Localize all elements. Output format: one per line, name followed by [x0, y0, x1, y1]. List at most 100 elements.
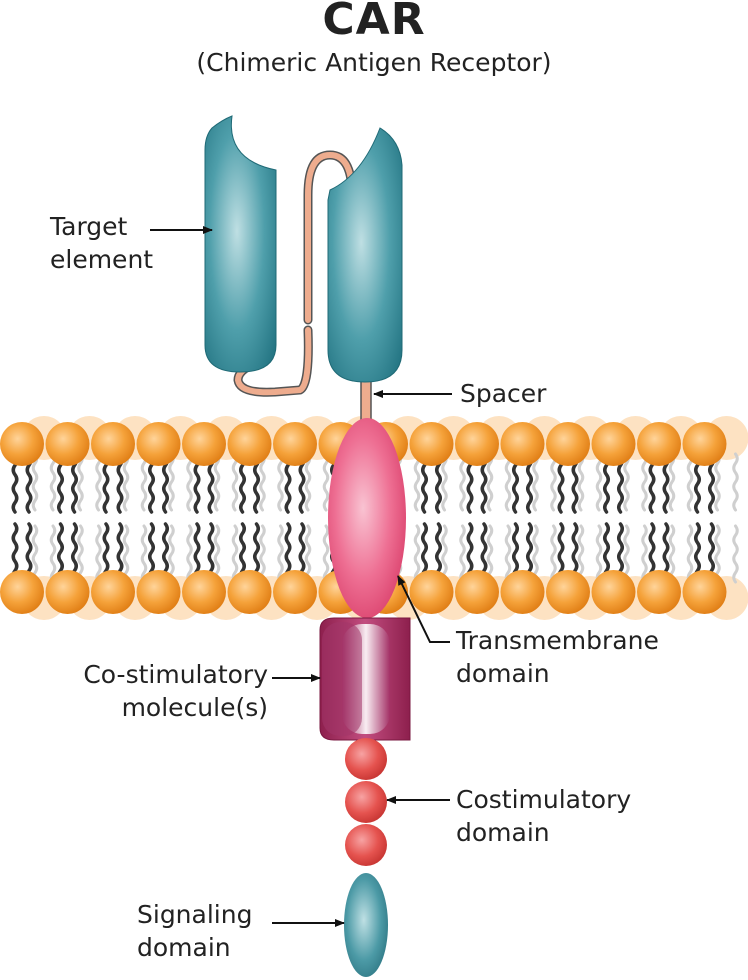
- lipid-tail: [708, 522, 715, 582]
- lipid-head: [182, 422, 226, 466]
- costimulatory-bead: [345, 738, 387, 780]
- lipid-tail: [577, 524, 585, 584]
- lipid-head: [45, 422, 90, 466]
- lipid-tail: [259, 452, 266, 512]
- lipid-tail: [459, 452, 466, 512]
- lipid-tail: [441, 452, 448, 512]
- lipid-tail: [504, 524, 512, 584]
- lipid-tail: [49, 524, 57, 584]
- lipid-tail: [686, 452, 694, 512]
- lipid-head: [273, 422, 317, 466]
- lipid-tail: [102, 522, 110, 582]
- lipid-head: [546, 422, 590, 466]
- lipid-tail: [322, 524, 330, 584]
- lipid-tail: [277, 452, 284, 512]
- lipid-tail: [623, 524, 630, 584]
- lipid-tail: [140, 524, 148, 584]
- lipid-tail: [186, 452, 193, 512]
- lipid-tail: [25, 454, 33, 514]
- costimulatory-molecule: [319, 617, 411, 741]
- lipid-tail: [253, 454, 260, 514]
- lipid-tail: [526, 454, 533, 514]
- lipid-tail: [648, 522, 656, 582]
- lipid-tail: [532, 524, 539, 584]
- lipid-tail: [11, 522, 19, 582]
- lipid-head: [227, 422, 272, 466]
- lipid-tail: [603, 454, 610, 514]
- lipid-tail: [526, 522, 533, 582]
- lipid-tail: [512, 522, 519, 582]
- lipid-tail: [641, 524, 648, 584]
- lipid-head: [0, 570, 44, 614]
- lipid-tail: [25, 522, 33, 582]
- lipid-tail: [277, 524, 284, 584]
- lipid-head: [637, 570, 681, 614]
- lipid-tail: [504, 452, 512, 512]
- lipid-tail: [239, 454, 246, 514]
- label-target-element: Target element: [50, 212, 154, 274]
- lipid-head: [409, 570, 454, 614]
- lipid-head: [500, 422, 545, 466]
- lipid-tail: [148, 454, 155, 514]
- lipid-tail: [116, 454, 124, 514]
- label-transmembrane-domain: Transmembrane domain: [456, 626, 659, 688]
- lipid-tail: [259, 524, 266, 584]
- lipid-tail: [714, 524, 721, 584]
- lipid-tail: [71, 454, 78, 514]
- lipid-head: [455, 422, 499, 466]
- lipid-head: [182, 570, 226, 614]
- transmembrane-domain: [328, 418, 406, 618]
- lipid-tail: [162, 522, 169, 582]
- diagram-title: CAR: [322, 0, 426, 45]
- lipid-tail: [668, 524, 676, 584]
- lipid-head: [409, 422, 454, 466]
- lipid-head: [45, 570, 90, 614]
- lipid-head: [136, 570, 181, 614]
- lipid-tail: [694, 522, 701, 582]
- lipid-head: [91, 570, 135, 614]
- lipid-head: [455, 570, 499, 614]
- lipid-tail: [708, 454, 715, 514]
- lipid-tail: [239, 522, 246, 582]
- lipid-head: [227, 570, 272, 614]
- lipid-tail: [714, 452, 721, 512]
- lipid-tail: [162, 454, 169, 514]
- lipid-tail: [694, 454, 701, 514]
- lipid-tail: [532, 452, 539, 512]
- lipid-tail: [603, 522, 610, 582]
- lipid-tail: [49, 452, 57, 512]
- label-signaling-domain: Signaling domain: [137, 900, 253, 962]
- lipid-tail: [298, 454, 306, 514]
- lipid-tail: [304, 452, 312, 512]
- lipid-tail: [623, 452, 630, 512]
- lipid-tail: [413, 524, 421, 584]
- lipid-tail: [31, 524, 39, 584]
- lipid-tail: [148, 522, 155, 582]
- label-spacer: Spacer: [460, 379, 547, 408]
- lipid-head: [591, 422, 636, 466]
- lipid-tail: [322, 452, 330, 512]
- lipid-tail: [122, 524, 130, 584]
- lipid-tail: [77, 452, 84, 512]
- lipid-head: [91, 422, 135, 466]
- lipid-tail: [421, 454, 428, 514]
- lipid-tail: [77, 524, 84, 584]
- lipid-head: [136, 422, 181, 466]
- lipid-tail: [193, 454, 201, 514]
- label-costimulatory-domain: Costimulatory domain: [456, 785, 632, 847]
- lipid-tail: [668, 452, 676, 512]
- costimulatory-domain: [345, 738, 387, 866]
- lipid-tail: [435, 522, 442, 582]
- target-element: [204, 115, 403, 383]
- lipid-tail: [231, 452, 239, 512]
- lipid-head: [0, 422, 44, 466]
- lipid-tail: [486, 524, 494, 584]
- lipid-head: [500, 570, 545, 614]
- lipid-tail: [186, 524, 193, 584]
- lipid-tail: [284, 522, 292, 582]
- lipid-tail: [512, 454, 519, 514]
- annotation-arrows: [150, 226, 452, 927]
- lipid-tail: [298, 522, 306, 582]
- lipid-tail: [617, 454, 624, 514]
- lipid-tail: [95, 452, 102, 512]
